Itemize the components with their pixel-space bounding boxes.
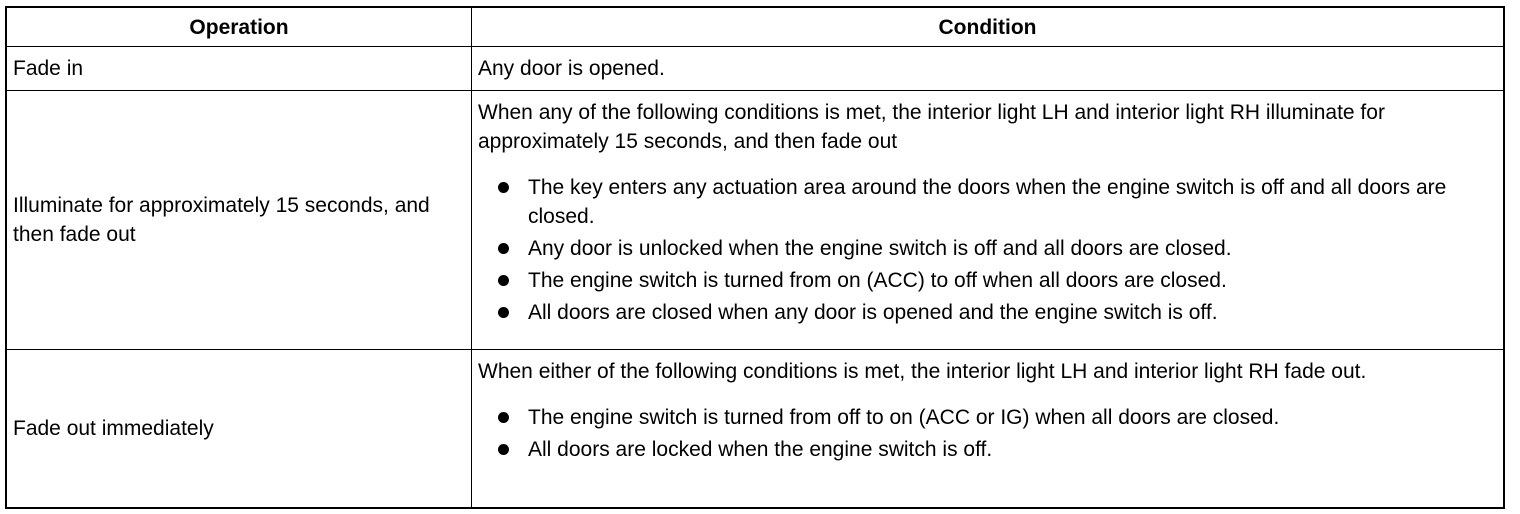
condition-intro: When either of the following conditions … (478, 360, 1367, 383)
condition-intro: When any of the following conditions is … (478, 101, 1385, 153)
header-condition: Condition (938, 15, 1037, 39)
list-item: The engine switch is turned from on (ACC… (478, 266, 1493, 295)
operation-text: Fade out immediately (13, 417, 214, 440)
bullet-icon (498, 444, 509, 455)
list-item-text: The engine switch is turned from off to … (528, 406, 1280, 429)
list-item-text: The key enters any actuation area around… (528, 176, 1447, 228)
bullet-icon (498, 412, 509, 423)
list-item: All doors are closed when any door is op… (478, 298, 1493, 327)
header-operation: Operation (7, 8, 472, 46)
condition-cell: Any door is opened. (472, 47, 1503, 90)
condition-list: The engine switch is turned from off to … (478, 403, 1493, 464)
table-row: Fade out immediately When either of the … (7, 349, 1503, 507)
bullet-icon (498, 243, 509, 254)
operation-cell: Fade out immediately (7, 350, 472, 507)
condition-cell: When either of the following conditions … (472, 350, 1503, 507)
list-item: The key enters any actuation area around… (478, 173, 1493, 231)
operation-condition-table: Operation Condition Fade in Any door is … (5, 6, 1505, 509)
list-item-text: The engine switch is turned from on (ACC… (528, 269, 1227, 292)
bullet-icon (498, 182, 509, 193)
condition-text: Any door is opened. (478, 57, 665, 80)
table-row: Fade in Any door is opened. (7, 46, 1503, 90)
operation-text: Illuminate for approximately 15 seconds,… (13, 194, 430, 246)
table-row: Illuminate for approximately 15 seconds,… (7, 90, 1503, 349)
list-item-text: All doors are closed when any door is op… (528, 301, 1218, 324)
list-item-text: All doors are locked when the engine swi… (528, 438, 993, 461)
list-item: Any door is unlocked when the engine swi… (478, 234, 1493, 263)
operation-cell: Fade in (7, 47, 472, 90)
list-item-text: Any door is unlocked when the engine swi… (528, 237, 1232, 260)
list-item: The engine switch is turned from off to … (478, 403, 1493, 432)
condition-cell: When any of the following conditions is … (472, 91, 1503, 349)
operation-cell: Illuminate for approximately 15 seconds,… (7, 91, 472, 349)
table-header-row: Operation Condition (7, 8, 1503, 46)
condition-list: The key enters any actuation area around… (478, 173, 1493, 327)
bullet-icon (498, 307, 509, 318)
bullet-icon (498, 275, 509, 286)
list-item: All doors are locked when the engine swi… (478, 435, 1493, 464)
